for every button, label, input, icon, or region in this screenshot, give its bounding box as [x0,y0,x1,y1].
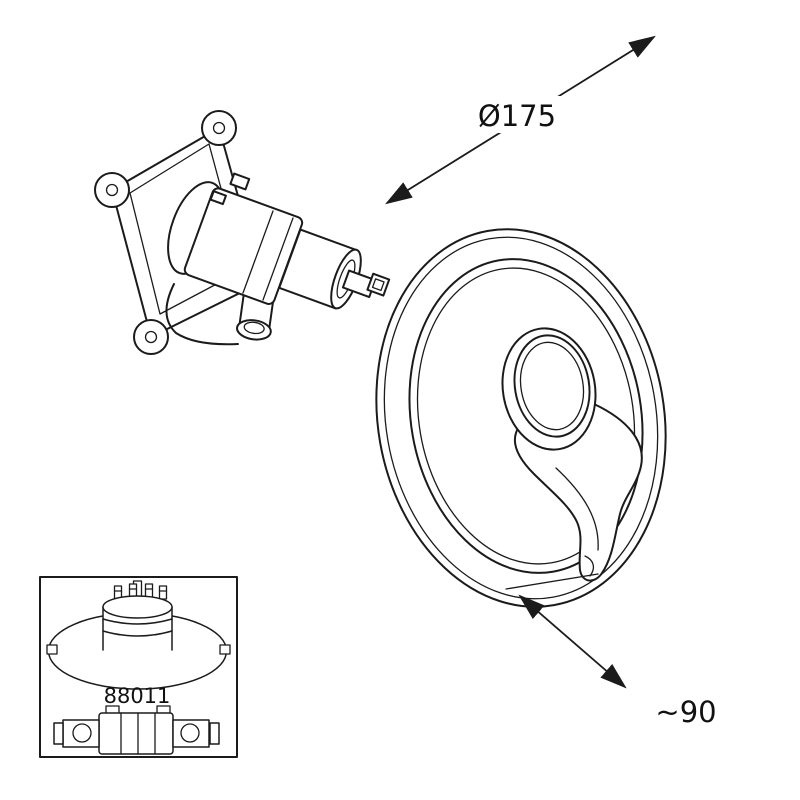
diameter-dimension-label: Ø175 [478,99,556,133]
lever-handle-crease [555,467,599,551]
inset-right-port-cap [209,722,220,745]
mounting-plate-lobe [133,319,169,355]
spindle-square-detail [371,278,385,292]
handle-hub-collar [513,334,591,438]
spindle-square-end [366,272,391,297]
mounting-plate-lobe [201,110,237,146]
bottom-port-cap-detail [243,321,265,335]
width-dimension-label: ~90 [655,695,716,729]
valve-bracket [165,283,239,346]
inset-flange-screw [46,644,58,655]
width-dimension-line [518,594,627,689]
mounting-plate-screw-hole [105,183,119,197]
width-extension-line [505,573,599,590]
trim-plate-dome-inner [416,267,636,565]
diameter-label-mask [464,96,574,133]
inset-cartridge-band [102,630,173,637]
valve-body-seam [242,210,274,294]
diameter-dimension: Ø175 [385,35,656,205]
mounting-plate-lobe [94,172,130,208]
valve-body-seam [262,217,294,301]
inset-bolt [158,585,168,600]
inset-left-port-detail [72,723,92,743]
lever-handle-tip-detail [584,555,595,577]
trim-plate-dome [408,258,644,574]
handle-hub-inner [519,341,585,431]
inset-cartridge-band [102,618,173,625]
inset-flange-screw [219,644,231,655]
mounting-plate-screw-hole [212,121,226,135]
inset-right-port-detail [180,723,200,743]
valve-clip [229,172,251,191]
trim-plate-drawing [375,228,667,608]
width-dimension: ~90 [505,573,717,729]
valve-clip [209,190,227,206]
rough-in-valve-drawing [94,110,391,355]
inset-body [98,712,174,755]
inset-part-number: 88011 [104,684,171,708]
inset: 88011 [39,576,238,758]
inset-cartridge-top [102,595,173,619]
inset-left-port-cap [53,722,64,745]
inset-box-border [39,576,238,758]
mounting-plate-screw-hole [144,330,158,344]
